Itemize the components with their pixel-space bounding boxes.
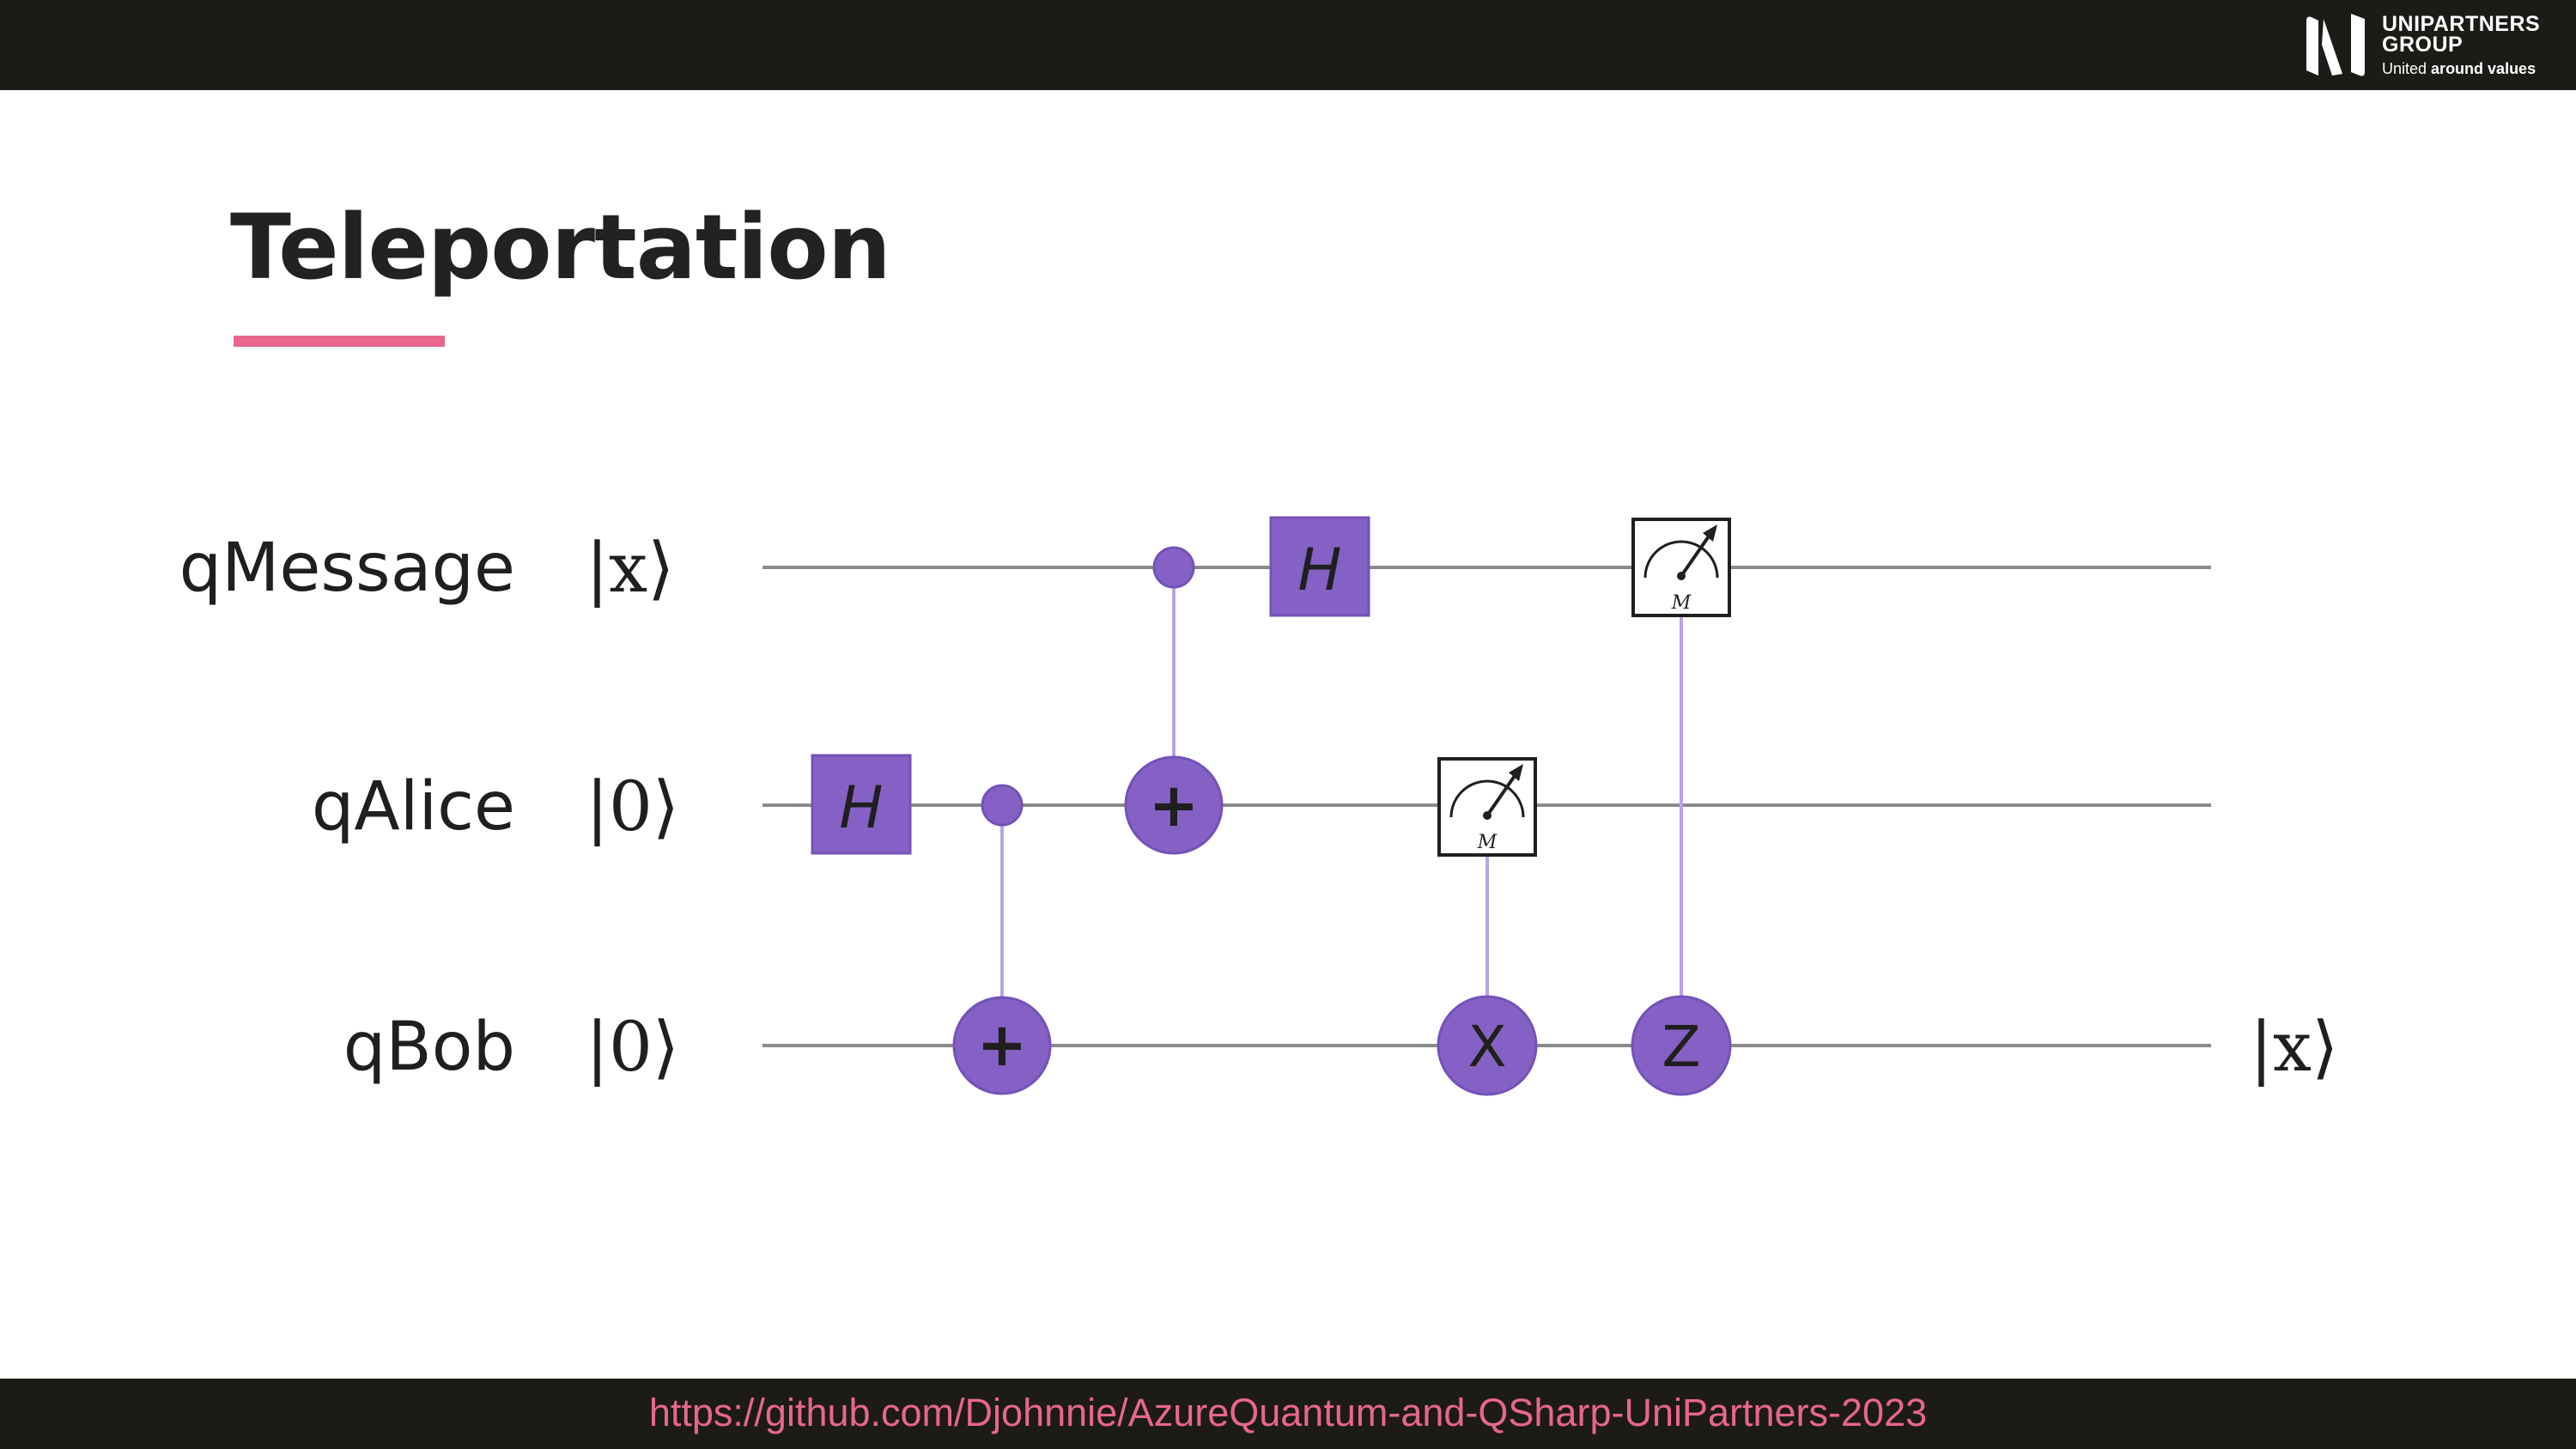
- x-gate-label: X: [1467, 1014, 1506, 1080]
- slide-title: Teleportation: [230, 195, 891, 300]
- cnot1-target-label: +: [977, 1009, 1028, 1080]
- x-correction-gate: X: [1437, 995, 1538, 1096]
- cnot1-control-dot: [981, 784, 1024, 827]
- hadamard-gate-qalice: H: [811, 754, 912, 855]
- cnot2-target: +: [1124, 755, 1224, 855]
- tagline-bold: around values: [2431, 60, 2537, 77]
- brand-logo: UNIPARTNERS GROUP United around values: [2303, 10, 2561, 81]
- z-gate-label: Z: [1662, 1014, 1700, 1080]
- qmessage-input-state: |x⟩: [586, 528, 675, 608]
- top-bar: UNIPARTNERS GROUP United around values: [0, 0, 2576, 90]
- github-link[interactable]: https://github.com/Djohnnie/AzureQuantum…: [648, 1391, 1928, 1434]
- hadamard-label-2: H: [1297, 537, 1341, 604]
- hadamard-gate-qmessage: H: [1269, 516, 1370, 617]
- brand-tagline: United around values: [2382, 60, 2536, 78]
- hadamard-label-1: H: [839, 774, 883, 842]
- qubit-label-qalice: qAlice: [311, 768, 515, 846]
- cnot2-control-dot: [1152, 546, 1195, 589]
- measure-gate-qmessage: M: [1631, 518, 1731, 617]
- measure-gate-qalice: M: [1437, 757, 1537, 857]
- bottom-bar: https://github.com/Djohnnie/AzureQuantum…: [0, 1379, 2576, 1449]
- qubit-label-qmessage: qMessage: [179, 530, 515, 607]
- qbob-output-state: |x⟩: [2250, 1007, 2339, 1087]
- qalice-input-state: |0⟩: [586, 767, 680, 846]
- z-correction-gate: Z: [1631, 995, 1732, 1096]
- qbob-input-state: |0⟩: [586, 1007, 680, 1087]
- measure-label-qmessage: M: [1671, 592, 1692, 614]
- tagline-prefix: United: [2382, 60, 2427, 77]
- cnot2-target-label: +: [1149, 770, 1200, 840]
- brand-mark-icon: [2306, 14, 2365, 76]
- measure-label-qalice: M: [1477, 832, 1498, 853]
- qubit-label-qbob: qBob: [343, 1009, 515, 1086]
- brand-name: UNIPARTNERS GROUP: [2382, 12, 2541, 57]
- title-underline: [234, 336, 445, 347]
- cnot1-target: +: [952, 996, 1052, 1095]
